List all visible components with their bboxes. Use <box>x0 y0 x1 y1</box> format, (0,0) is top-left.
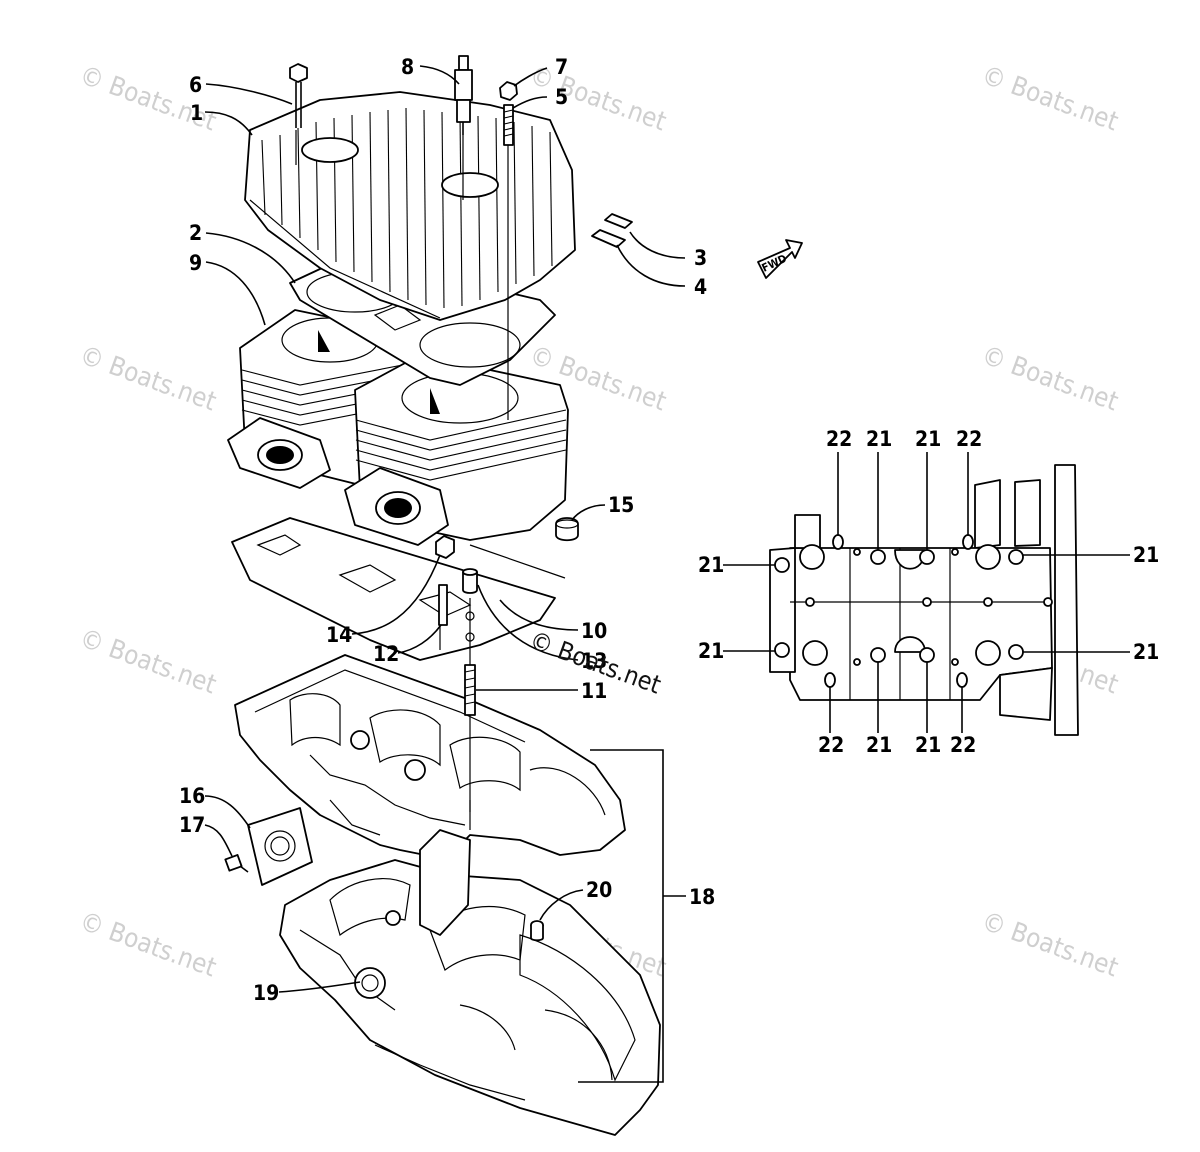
forward-arrow: FWD <box>757 239 803 279</box>
cylinders <box>227 309 569 546</box>
fwd-label: FWD <box>760 252 789 275</box>
callout-15: 15 <box>608 493 634 517</box>
callout-22: 22 <box>818 733 844 757</box>
callout-11: 11 <box>581 679 607 703</box>
crankcase-upper <box>234 654 626 936</box>
cylinder-head <box>244 91 576 321</box>
small-holes <box>805 548 1053 666</box>
callout-labels: 6 1 8 7 5 2 9 3 4 15 14 10 12 13 11 16 1… <box>179 55 1159 1005</box>
callout-10: 10 <box>581 619 607 643</box>
callout-21: 21 <box>915 733 941 757</box>
callout-9: 9 <box>189 251 202 275</box>
callout-2: 2 <box>189 221 202 245</box>
watermark: © Boats.net <box>76 623 220 700</box>
callout-1: 1 <box>190 101 203 125</box>
flange-bolt <box>224 854 249 873</box>
callout-19: 19 <box>253 981 279 1005</box>
callout-5: 5 <box>555 85 568 109</box>
watermark: © Boats.net <box>978 906 1122 983</box>
callout-21: 21 <box>915 427 941 451</box>
bolt-holes-21 <box>774 549 1024 663</box>
watermark: © Boats.net <box>76 906 220 983</box>
cap <box>555 517 579 542</box>
assembly-guide-lines <box>295 130 566 812</box>
callout-12: 12 <box>373 642 399 666</box>
callout-13: 13 <box>581 649 607 673</box>
spark-plug <box>454 55 473 135</box>
leader-lines <box>204 65 1130 1083</box>
callout-21: 21 <box>866 733 892 757</box>
callout-21: 21 <box>1133 543 1159 567</box>
watermark: © Boats.net <box>978 60 1122 137</box>
callout-17: 17 <box>179 813 205 837</box>
callout-16: 16 <box>179 784 205 808</box>
callout-3: 3 <box>694 246 707 270</box>
cylinder-stud-long <box>464 664 476 716</box>
callout-20: 20 <box>586 878 612 902</box>
callout-22: 22 <box>950 733 976 757</box>
callout-21: 21 <box>1133 640 1159 664</box>
callout-21: 21 <box>866 427 892 451</box>
callout-22: 22 <box>956 427 982 451</box>
dowel-sleeve <box>462 568 478 594</box>
intake-flange-gasket <box>247 807 313 886</box>
crankcase-lower <box>279 859 661 1136</box>
callout-8: 8 <box>401 55 414 79</box>
dowel-pin <box>530 920 544 942</box>
callout-21: 21 <box>698 639 724 663</box>
cylinder-stud-short <box>438 584 448 626</box>
watermark: © Boats.net <box>76 340 220 417</box>
cylinder-base-gasket <box>231 517 556 661</box>
nut <box>499 81 518 101</box>
callout-18: 18 <box>689 885 715 909</box>
callout-21: 21 <box>698 553 724 577</box>
callout-7: 7 <box>555 55 568 79</box>
watermark: © Boats.net <box>76 60 220 137</box>
callout-4: 4 <box>694 275 707 299</box>
crankcase-bottom-view <box>769 464 1079 736</box>
callout-14: 14 <box>326 623 352 647</box>
callout-6: 6 <box>189 73 202 97</box>
callout-22: 22 <box>826 427 852 451</box>
cylinder-nut <box>435 535 455 559</box>
stud <box>503 104 514 146</box>
watermark: © Boats.net <box>978 340 1122 417</box>
head-bolt <box>289 63 308 128</box>
temperature-sensor-block <box>591 213 633 248</box>
